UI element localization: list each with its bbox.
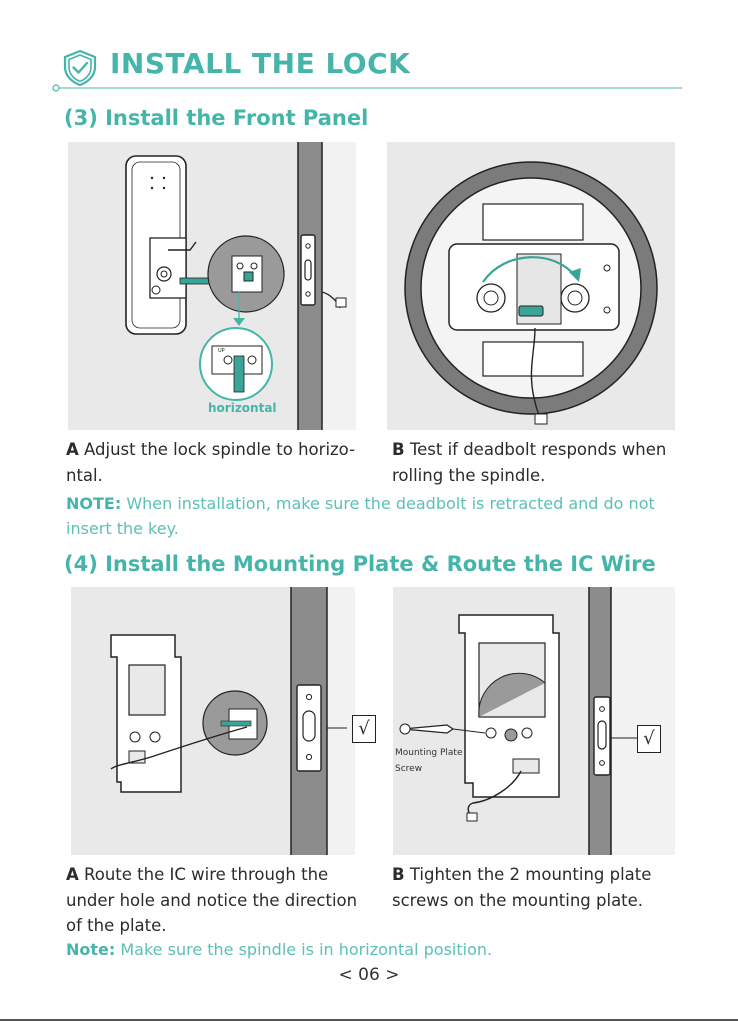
check-mark-icon-b: √ [637,725,661,753]
section-title-front-panel: (3) Install the Front Panel [64,106,369,130]
page-title: INSTALL THE LOCK [110,47,411,80]
section-title-mounting-plate: (4) Install the Mounting Plate & Route t… [64,552,656,576]
horizontal-callout-label: horizontal [208,401,277,415]
figure-test-deadbolt [387,142,675,430]
note-spindle-horizontal: Note: Make sure the spindle is in horizo… [66,940,493,959]
header-divider [52,84,682,92]
screw-label: Screw [395,764,422,774]
svg-text:UP: UP [218,348,225,354]
caption-route-ic-wire: A Route the IC wire through the under ho… [66,865,358,935]
note-deadbolt-retracted: NOTE: When installation, make sure the d… [66,494,655,538]
caption-test-deadbolt: B Test if deadbolt responds when rolling… [392,440,667,485]
footer-divider [0,1019,738,1021]
caption-tighten-screws: B Tighten the 2 mounting plate screws on… [392,865,652,910]
figure-route-ic-wire [71,587,355,855]
figure-adjust-spindle: UP horizontal [68,142,356,430]
check-mark-icon-a: √ [352,715,376,743]
shield-check-icon [63,49,97,87]
caption-adjust-spindle: A Adjust the lock spindle to horizo- nta… [66,440,356,485]
figure-tighten-screws: Mounting Plate Screw [393,587,675,855]
mounting-plate-label: Mounting Plate [395,748,463,758]
page-number: < 06 > [338,965,400,985]
